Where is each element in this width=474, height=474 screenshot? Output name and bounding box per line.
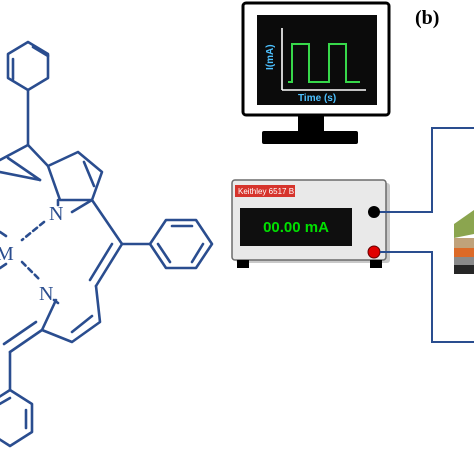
bond	[0, 143, 30, 162]
bond	[88, 242, 114, 282]
circuit-wires	[380, 127, 474, 343]
electrometer: Keithley 6517 B 00.00 mA	[231, 179, 390, 268]
phenyl-ring-top	[6, 40, 50, 92]
bond	[94, 242, 124, 288]
pyrrole-ring-bottom	[2, 284, 102, 354]
sample-layer-5	[454, 265, 474, 274]
phenyl-ring-bottom	[0, 350, 34, 448]
sample-layer-2	[454, 238, 474, 248]
bond	[0, 262, 8, 270]
sample-stack	[454, 210, 474, 274]
pyrrole-ring-top	[0, 150, 104, 202]
monitor-base	[262, 131, 358, 144]
graph-x-axis-label: Time (s)	[298, 93, 336, 104]
meter-foot-right	[370, 260, 382, 268]
meter-brand-strip	[235, 185, 295, 197]
graph-y-axis-label: I(mA)	[265, 44, 276, 70]
meter-display	[240, 208, 352, 246]
phenyl-ring-right	[148, 218, 214, 270]
wire-bottom	[380, 251, 474, 343]
wire-top	[380, 127, 474, 213]
current-signal-line	[288, 43, 360, 83]
monitor: I(mA) Time (s)	[241, 1, 391, 144]
sample-layer-3	[454, 248, 474, 257]
meter-foot-left	[237, 260, 249, 268]
monitor-neck	[298, 115, 324, 131]
bond	[70, 198, 94, 214]
nitrogen-atom-top: N	[49, 203, 63, 225]
meter-terminal-black	[368, 206, 380, 218]
coordination-bond-bottom	[20, 260, 42, 282]
bond	[90, 198, 124, 246]
bond	[0, 230, 8, 238]
meter-reading: 00.00 mA	[263, 219, 329, 236]
meter-brand-label: Keithley 6517 B	[238, 187, 294, 196]
porphyrin-structure	[0, 40, 214, 448]
panel-label: (b)	[415, 7, 439, 29]
metal-atom: M	[0, 243, 14, 265]
coordination-bond-top	[20, 220, 46, 242]
meter-terminal-red	[367, 245, 381, 259]
sample-layer-4	[454, 257, 474, 265]
sample-layer-top	[454, 210, 474, 238]
bond	[52, 298, 60, 305]
bond	[26, 143, 50, 168]
nitrogen-atom-bottom: N	[39, 283, 53, 305]
